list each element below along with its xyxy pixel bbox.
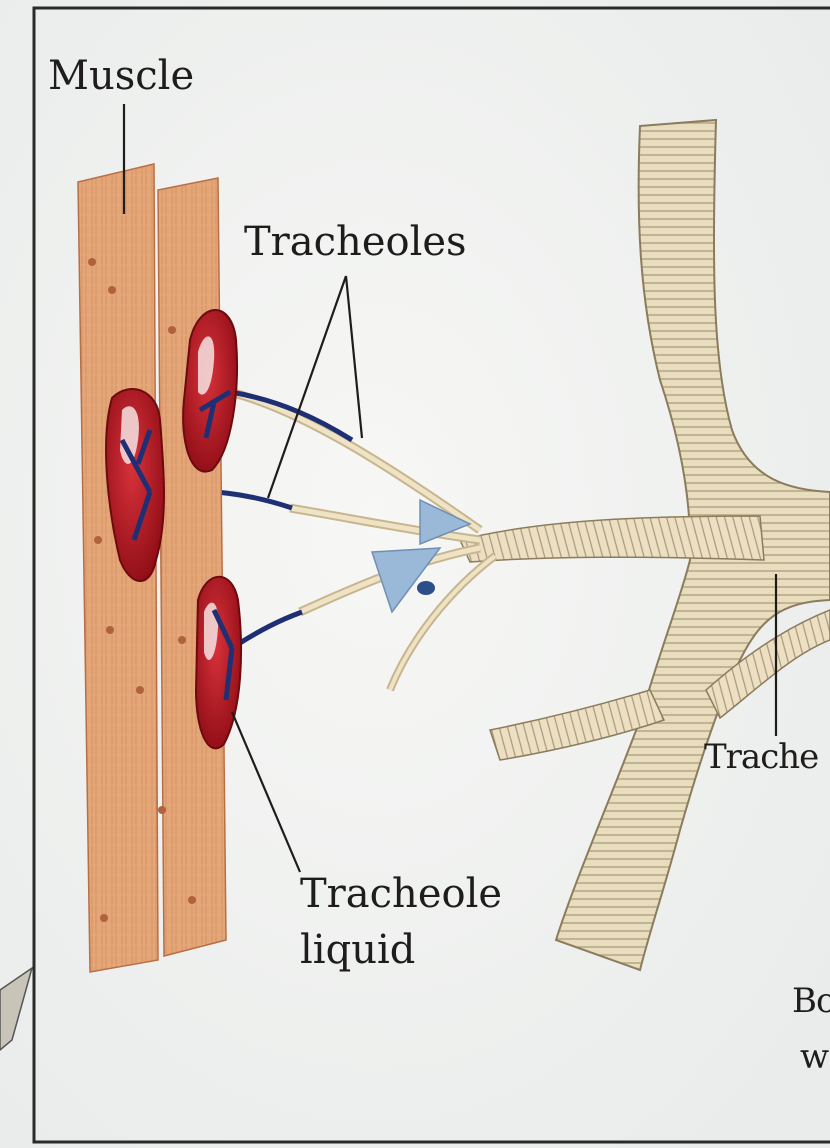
- trachea-label: Trache: [704, 740, 818, 774]
- tracheole-liquid-label-line2: liquid: [300, 930, 415, 970]
- tracheolar-cell-nucleus: [417, 581, 435, 595]
- cut-off-text-1: Bo: [792, 984, 830, 1018]
- muscle-fiber: [158, 178, 226, 956]
- muscle-label: Muscle: [48, 56, 194, 96]
- tracheoles-label: Tracheoles: [244, 222, 467, 262]
- cut-off-text-2: w: [800, 1040, 828, 1074]
- tracheole-liquid-label-line1: Tracheole: [300, 874, 502, 914]
